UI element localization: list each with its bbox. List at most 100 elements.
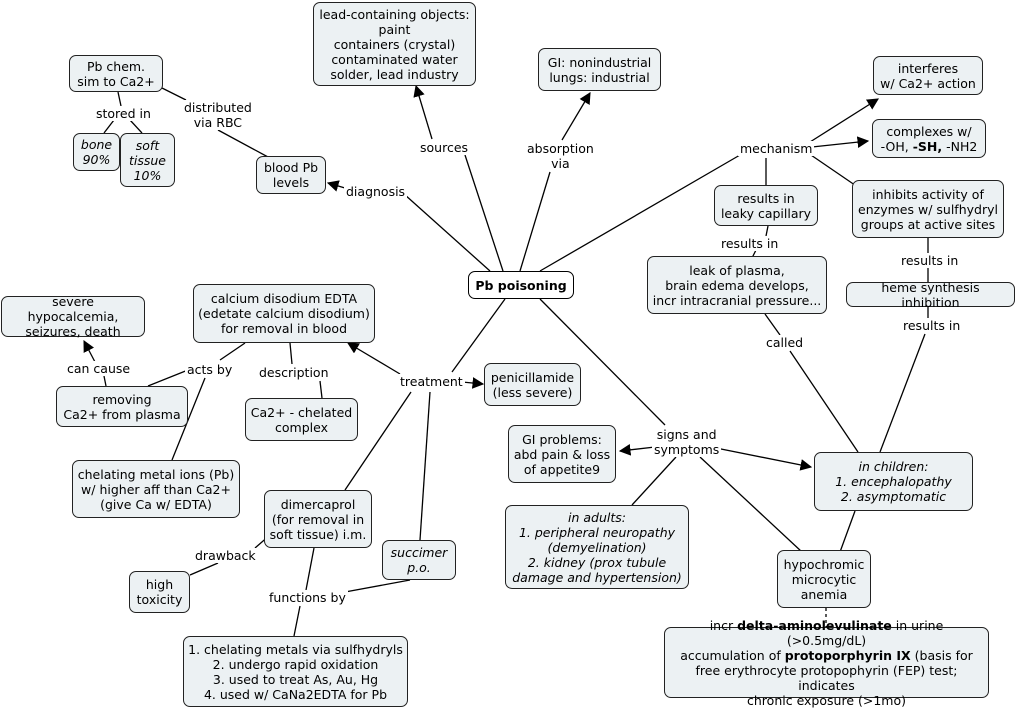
node-ca-chelated-complex[interactable]: Ca2+ - chelated complex <box>245 398 358 441</box>
label-text: absorption <box>527 141 594 156</box>
node-text: incr <box>709 617 738 633</box>
link-label-results-in-heme: results in <box>899 253 961 268</box>
node-text: (give Ca w/ EDTA) <box>100 496 212 512</box>
node-text: containers (crystal) <box>333 36 456 52</box>
link-label-results-in-children: results in <box>901 318 963 333</box>
node-text: dimercaprol <box>280 496 356 512</box>
node-succimer[interactable]: succimer p.o. <box>382 540 456 580</box>
node-text: severe hypocalcemia, <box>27 294 119 324</box>
node-text: (basis for <box>910 647 973 663</box>
node-removing-ca[interactable]: removing Ca2+ from plasma <box>56 386 188 427</box>
node-text: free erythrocyte protopophyrin (FEP) tes… <box>695 662 958 693</box>
node-text: damage and hypertension) <box>512 569 682 585</box>
node-high-toxicity[interactable]: high toxicity <box>129 571 190 613</box>
node-text: in children: <box>858 459 929 474</box>
root-node-pb-poisoning[interactable]: Pb poisoning <box>468 271 574 299</box>
node-heme-synthesis[interactable]: heme synthesis inhibition <box>846 279 1015 310</box>
node-gi-lungs[interactable]: GI: nonindustrial lungs: industrial <box>538 48 661 91</box>
node-leak-of-plasma[interactable]: leak of plasma, brain edema develops, in… <box>647 256 827 314</box>
link-label-functions-by: functions by <box>267 590 348 605</box>
node-leaky-capillary[interactable]: results in leaky capillary <box>714 185 818 226</box>
link-label-mechanism: mechanism <box>738 141 815 156</box>
node-text: results in <box>737 190 795 206</box>
node-text: for removal in blood <box>220 321 348 336</box>
node-text: paint <box>378 21 411 37</box>
node-text: (for removal in <box>271 511 365 527</box>
root-label: Pb poisoning <box>475 277 567 293</box>
node-hypochromic-anemia[interactable]: hypochromic microcytic anemia <box>777 550 871 608</box>
node-text: in adults: <box>568 509 626 525</box>
node-text: microcytic <box>791 571 857 587</box>
node-text: w/ higher aff than Ca2+ <box>81 481 231 497</box>
node-text: Ca2+ - chelated <box>250 404 353 420</box>
node-text: 2. undergo rapid oxidation <box>212 656 379 672</box>
node-text: removing <box>92 391 152 407</box>
node-text: hypochromic <box>783 556 865 572</box>
node-severe-hypocalcemia[interactable]: severe hypocalcemia, seizures, death <box>1 294 145 339</box>
node-text-bold: protoporphyrin IX <box>784 647 911 663</box>
node-text: enzymes w/ sulfhydryl <box>858 201 998 217</box>
node-text: solder, lead industry <box>330 66 459 82</box>
node-dimercaprol[interactable]: dimercaprol (for removal in soft tissue)… <box>264 490 372 548</box>
node-text: leak of plasma, <box>689 262 785 278</box>
link-label-results-in-capillary: results in <box>719 236 781 251</box>
node-functions-list[interactable]: 1. chelating metals via sulfhydryls 2. u… <box>183 636 408 707</box>
node-inhibits-enzymes[interactable]: inhibits activity of enzymes w/ sulfhydr… <box>852 180 1004 238</box>
node-text: incr intracranial pressure... <box>652 292 822 308</box>
node-text-line: -OH, -SH, -NH2 <box>877 139 981 154</box>
node-soft-tissue[interactable]: soft tissue 10% <box>120 133 175 187</box>
node-text: blood Pb <box>263 160 319 175</box>
label-text: via <box>551 156 570 171</box>
node-in-adults[interactable]: in adults: 1. peripheral neuropathy (dem… <box>505 505 689 589</box>
node-pb-chem[interactable]: Pb chem. sim to Ca2+ <box>69 55 163 92</box>
node-text: of appetite9 <box>523 461 601 477</box>
label-text: symptoms <box>654 442 720 457</box>
node-text: inhibits activity of <box>872 186 984 202</box>
node-text: lungs: industrial <box>549 69 650 85</box>
link-label-sources: sources <box>418 140 471 155</box>
link-label-can-cause: can cause <box>65 361 133 376</box>
node-text: 1. encephalopathy <box>835 474 952 489</box>
node-text: heme synthesis inhibition <box>881 279 980 310</box>
node-text: soft tissue) i.m. <box>269 526 367 542</box>
node-text: leaky capillary <box>720 205 812 221</box>
node-text: p.o. <box>407 560 431 575</box>
node-complexes[interactable]: complexes w/ -OH, -SH, -NH2 <box>872 119 986 158</box>
node-text: 90% <box>82 152 111 167</box>
node-lead-containing-objects[interactable]: lead-containing objects: paint container… <box>313 2 476 86</box>
node-text: chelating metal ions (Pb) <box>77 466 235 482</box>
link-label-treatment: treatment <box>398 374 465 389</box>
node-chelating-metal-ions[interactable]: chelating metal ions (Pb) w/ higher aff … <box>72 460 240 518</box>
node-text: toxicity <box>136 592 183 607</box>
node-text: bone <box>80 137 113 152</box>
link-label-acts-by: acts by <box>185 362 235 377</box>
node-text: Pb chem. <box>86 58 146 74</box>
node-text: Ca2+ from plasma <box>63 406 181 422</box>
node-text: chronic exposure (>1mo) <box>747 692 906 708</box>
node-text: high <box>145 577 174 592</box>
node-text-line: accumulation of protoporphyrin IX (basis… <box>669 648 984 663</box>
node-interferes[interactable]: interferes w/ Ca2+ action <box>873 56 983 95</box>
node-text: (edetate calcium disodium) <box>198 306 370 321</box>
node-text: complex <box>275 419 328 435</box>
node-text: 1. chelating metals via sulfhydryls <box>188 641 403 657</box>
node-text: 2. kidney (prox tubule <box>527 554 667 570</box>
node-in-children[interactable]: in children: 1. encephalopathy 2. asympt… <box>814 452 973 511</box>
link-label-stored-in: stored in <box>94 106 153 121</box>
node-text: GI: nonindustrial <box>547 54 652 70</box>
node-penicillamide[interactable]: penicillamide (less severe) <box>484 363 581 406</box>
node-bone[interactable]: bone 90% <box>73 133 120 171</box>
node-gi-problems[interactable]: GI problems: abd pain & loss of appetite… <box>508 425 616 483</box>
node-text: levels <box>272 175 310 190</box>
link-label-called: called <box>764 335 806 350</box>
node-delta-aminolevulinate[interactable]: incr delta-aminolevulinate in urine (>0.… <box>664 618 989 708</box>
link-label-diagnosis: diagnosis <box>344 184 408 199</box>
node-text: anemia <box>800 586 848 602</box>
node-text-line: incr delta-aminolevulinate in urine (>0.… <box>669 618 984 648</box>
node-calcium-disodium-edta[interactable]: calcium disodium EDTA (edetate calcium d… <box>193 284 375 343</box>
node-text: (less severe) <box>492 384 573 400</box>
label-text: signs and <box>656 427 717 442</box>
node-text: interferes <box>897 60 959 76</box>
node-blood-pb-levels[interactable]: blood Pb levels <box>256 156 326 194</box>
